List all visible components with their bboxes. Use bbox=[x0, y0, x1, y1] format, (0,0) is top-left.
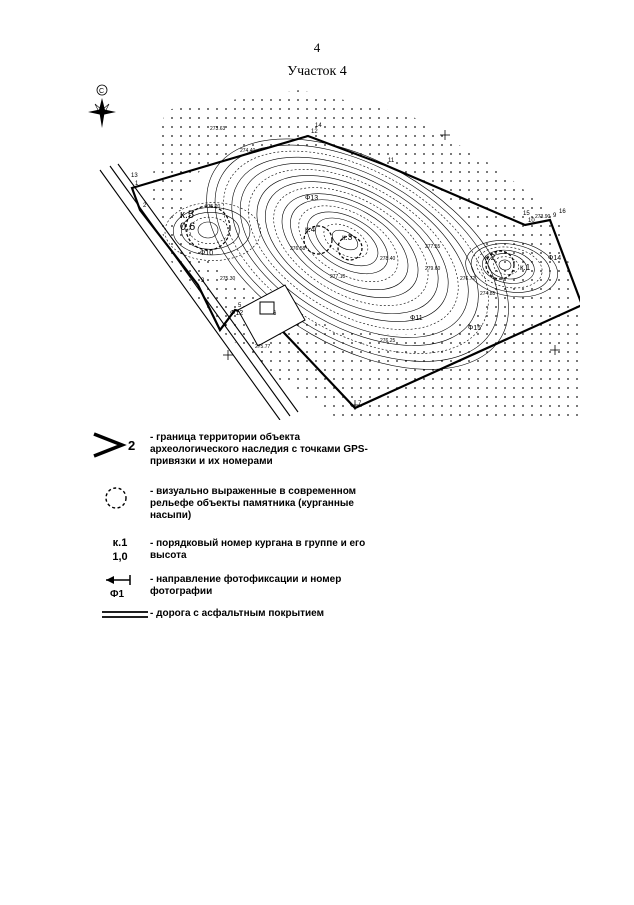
contour-line bbox=[493, 256, 520, 275]
map-legend: 2 - граница территории объекта археологи… bbox=[92, 430, 392, 632]
gps-point-label: 11 bbox=[388, 158, 395, 164]
legend-kurgan-number: к.1 1,0 - порядковый номер кургана в гру… bbox=[92, 536, 392, 564]
contour-line bbox=[172, 207, 251, 256]
gps-point-label: 12 bbox=[311, 129, 318, 135]
compass-rose-icon: С bbox=[88, 84, 116, 128]
gps-point-label: 13 bbox=[131, 173, 138, 179]
gps-point-label: 7 bbox=[358, 401, 362, 407]
contour-line bbox=[239, 162, 469, 338]
contour-line bbox=[281, 193, 419, 298]
grid-crosses bbox=[223, 130, 560, 410]
contour-line bbox=[298, 205, 399, 283]
mound-number: к.5 bbox=[180, 209, 194, 221]
contour-line bbox=[306, 211, 389, 275]
boundary-symbol: 2 bbox=[92, 430, 148, 464]
gps-point-label: 3 bbox=[201, 278, 205, 284]
mound-label-k5: к.5 0,6 bbox=[180, 209, 195, 233]
mound-label-k4: к.4 bbox=[305, 225, 316, 234]
kurgan-number-symbol: к.1 1,0 bbox=[92, 536, 148, 564]
photo-label: Ф14 bbox=[548, 255, 561, 262]
contour-line bbox=[256, 175, 449, 322]
contour-line bbox=[223, 150, 489, 354]
gps-point-label: 2 bbox=[143, 203, 147, 209]
mound-height: 0,6 bbox=[180, 221, 195, 233]
gps-point-label: 10 bbox=[528, 218, 535, 224]
legend-boundary: 2 - граница территории объекта археологи… bbox=[92, 430, 392, 476]
legend-road: - дорога с асфальтным покрытием bbox=[92, 608, 392, 624]
dashed-circle-icon bbox=[92, 484, 148, 518]
contour-line bbox=[498, 259, 512, 271]
contour-line bbox=[470, 243, 551, 293]
photo-label: Ф13 bbox=[305, 195, 318, 202]
mound-label-k2: к.2 bbox=[485, 253, 496, 262]
photo-sample-label: Ф1 bbox=[110, 589, 125, 600]
mounds-text: - визуально выраженные в современном рел… bbox=[150, 486, 357, 521]
contour-line bbox=[331, 229, 359, 251]
photo-label: Ф12 bbox=[230, 310, 243, 317]
gps-point-labels: 1234567891011121314151617 bbox=[131, 123, 566, 407]
kurgan-number-text: - порядковый номер кургана в группе и ег… bbox=[150, 538, 366, 561]
legend-photo: Ф1 - направление фотофиксации и номер фо… bbox=[92, 572, 392, 600]
contour-line bbox=[315, 217, 379, 267]
contour-line bbox=[248, 169, 459, 330]
page-number: 4 bbox=[313, 40, 321, 55]
elevation-label: 276.25 bbox=[380, 338, 396, 344]
gps-point-label: 6 bbox=[273, 311, 277, 317]
contour-line bbox=[189, 216, 229, 244]
photo-label: Ф15 bbox=[468, 325, 481, 332]
site-map: 1234567891011121314151617 к.5 0,6 к.4 к.… bbox=[88, 84, 580, 420]
contour-line bbox=[273, 187, 429, 306]
contour-line bbox=[476, 246, 543, 289]
elevation-label: 276.58 bbox=[290, 246, 306, 252]
page-title: Участок 4 bbox=[287, 64, 347, 79]
contour-line bbox=[264, 181, 439, 314]
elevation-label: 277.55 bbox=[425, 244, 441, 250]
elevation-label: 279.60 bbox=[425, 266, 441, 272]
photo-direction-icon: Ф1 bbox=[92, 572, 148, 606]
gps-point-label: 9 bbox=[553, 213, 557, 219]
kurgan-number-sample: к.1 bbox=[112, 537, 128, 549]
building bbox=[237, 284, 306, 347]
elevation-label: 278.40 bbox=[380, 256, 396, 262]
gps-point-label: 5 bbox=[238, 303, 242, 309]
contour-line bbox=[323, 223, 369, 259]
elevation-label: 275.77 bbox=[255, 344, 271, 350]
photo-label: Ф10 bbox=[200, 250, 213, 257]
contour-line bbox=[197, 221, 219, 239]
road-icon bbox=[92, 608, 148, 626]
compass-north-label: С bbox=[99, 88, 104, 95]
contour-line bbox=[482, 249, 535, 284]
contour-line bbox=[231, 156, 479, 346]
relief-contours bbox=[164, 138, 559, 370]
mound-label-k1: к.1 bbox=[520, 263, 531, 272]
photo-label: Ф11 bbox=[410, 315, 423, 322]
elevation-label: 274.85 bbox=[480, 291, 496, 297]
elevation-label: 274.40 bbox=[240, 148, 256, 154]
photo-text: - направление фотофиксации и номер фотог… bbox=[150, 574, 342, 597]
elevation-label: 276.72 bbox=[460, 276, 476, 282]
elevation-label: 273.90 bbox=[535, 214, 551, 220]
gps-point-label: 16 bbox=[559, 209, 566, 215]
mound-label-k3: к.3 bbox=[342, 233, 353, 242]
gps-point-label: 1 bbox=[135, 181, 139, 187]
gps-point-label: 15 bbox=[523, 211, 530, 217]
contour-line bbox=[290, 199, 409, 291]
gps-point-label: 4 bbox=[223, 323, 227, 329]
boundary-text: - граница территории объекта археологиче… bbox=[150, 432, 368, 467]
boundary-marker: 2 bbox=[128, 438, 135, 453]
contour-line bbox=[465, 240, 559, 298]
elevation-label: 275.20 bbox=[205, 204, 221, 210]
elevation-label: 275.30 bbox=[220, 276, 236, 282]
gps-point-label: 14 bbox=[315, 123, 322, 129]
legend-mounds: - визуально выраженные в современном рел… bbox=[92, 484, 392, 528]
elevation-label: 277.10 bbox=[330, 274, 346, 280]
elevation-label: 273.63 bbox=[210, 126, 226, 132]
contour-line bbox=[164, 202, 261, 261]
contour-line bbox=[214, 144, 499, 362]
road-text: - дорога с асфальтным покрытием bbox=[150, 608, 325, 619]
mound-markers bbox=[185, 205, 515, 280]
kurgan-height-sample: 1,0 bbox=[112, 551, 128, 563]
